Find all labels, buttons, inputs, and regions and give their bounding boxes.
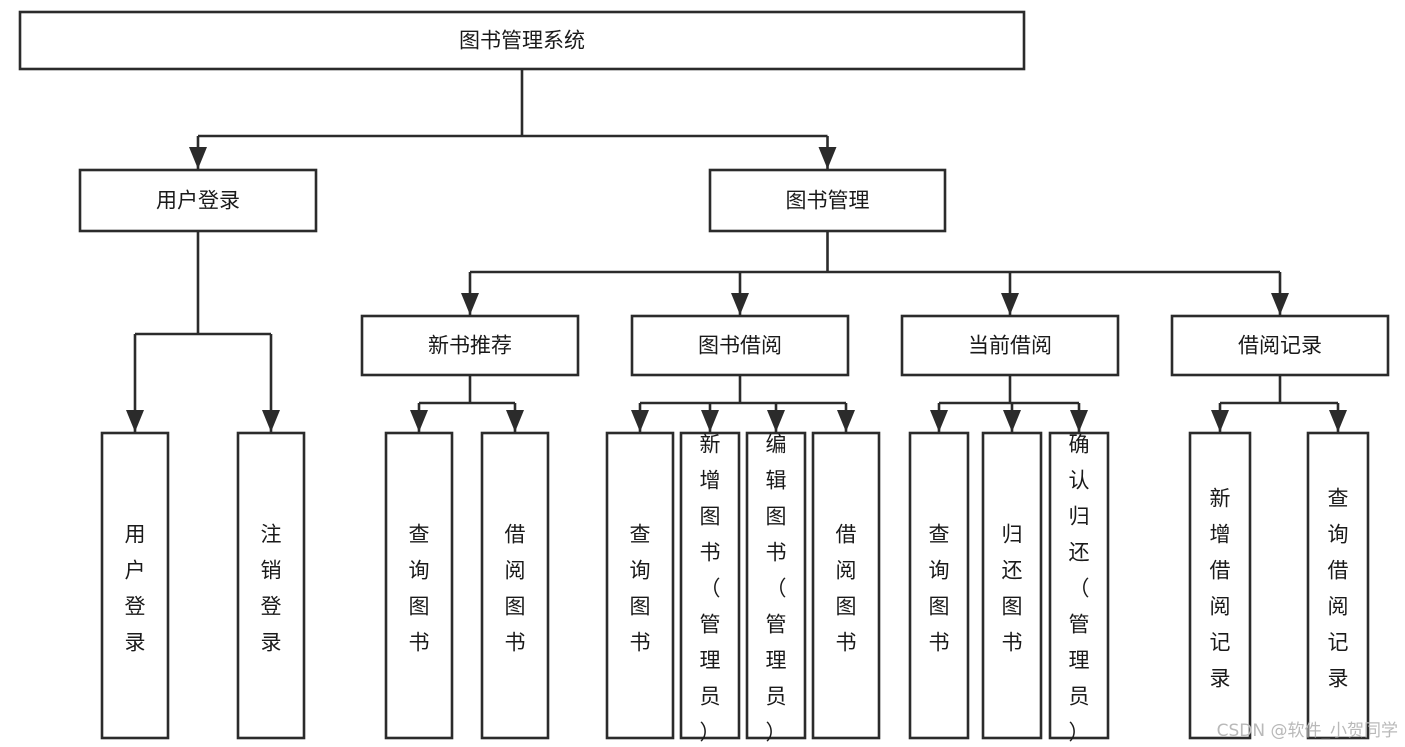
node-leaf-borrow-book-box[interactable] xyxy=(811,431,881,740)
node-leaf-edit-book[interactable]: 编辑图书（管理员） xyxy=(745,431,807,745)
node-current-borrow[interactable]: 当前借阅 xyxy=(900,314,1120,377)
node-leaf-user-login[interactable]: 用户登录 xyxy=(100,431,170,740)
node-current-borrow-box[interactable] xyxy=(900,314,1120,377)
edge-current-borrow-arrow-1 xyxy=(1003,410,1021,432)
node-leaf-user-logout-label: 注销登录 xyxy=(261,523,282,655)
node-book-manage-label: 图书管理 xyxy=(786,189,870,213)
node-leaf-add-book[interactable]: 新增图书（管理员） xyxy=(679,431,741,745)
node-borrow-record-box[interactable] xyxy=(1170,314,1390,377)
node-root[interactable]: 图书管理系统 xyxy=(18,10,1026,71)
node-leaf-query-book-rec-box[interactable] xyxy=(384,431,454,740)
node-leaf-user-logout-box[interactable] xyxy=(236,431,306,740)
node-leaf-user-login-box[interactable] xyxy=(100,431,170,740)
node-leaf-query-book-rec[interactable]: 查询图书 xyxy=(384,431,454,740)
node-new-book-rec-label: 新书推荐 xyxy=(428,334,512,358)
node-book-borrow-box[interactable] xyxy=(630,314,850,377)
node-user-login-label: 用户登录 xyxy=(156,189,240,213)
node-leaf-add-book-box[interactable] xyxy=(679,431,741,740)
node-leaf-query-record-box[interactable] xyxy=(1306,431,1370,740)
node-leaf-user-login-label: 用户登录 xyxy=(125,523,146,655)
node-new-book-rec-box[interactable] xyxy=(360,314,580,377)
edge-book-manage-arrow-0 xyxy=(461,293,479,315)
node-book-borrow[interactable]: 图书借阅 xyxy=(630,314,850,377)
node-leaf-borrow-book[interactable]: 借阅图书 xyxy=(811,431,881,740)
node-leaf-borrow-book-rec-label: 借阅图书 xyxy=(505,523,526,655)
node-leaf-return-book-box[interactable] xyxy=(981,431,1043,740)
node-leaf-query-record-label: 查询借阅记录 xyxy=(1328,487,1349,691)
node-borrow-record[interactable]: 借阅记录 xyxy=(1170,314,1390,377)
node-leaf-query-book-cur[interactable]: 查询图书 xyxy=(908,431,970,740)
node-leaf-user-logout[interactable]: 注销登录 xyxy=(236,431,306,740)
node-borrow-record-label: 借阅记录 xyxy=(1238,334,1322,358)
edge-user-login-arrow-0 xyxy=(126,410,144,432)
node-leaf-confirm-return[interactable]: 确认归还（管理员） xyxy=(1048,431,1110,745)
node-leaf-add-book-label: 新增图书（管理员） xyxy=(700,433,721,745)
node-leaf-query-book-rec-label: 查询图书 xyxy=(409,523,430,655)
node-leaf-query-book-cur-label: 查询图书 xyxy=(929,523,950,655)
node-leaf-edit-book-box[interactable] xyxy=(745,431,807,740)
node-leaf-add-record[interactable]: 新增借阅记录 xyxy=(1188,431,1252,740)
node-root-label: 图书管理系统 xyxy=(459,29,585,53)
node-new-book-rec[interactable]: 新书推荐 xyxy=(360,314,580,377)
edge-new-book-rec-arrow-1 xyxy=(506,410,524,432)
node-leaf-query-book[interactable]: 查询图书 xyxy=(605,431,675,740)
edge-borrow-record-arrow-1 xyxy=(1329,410,1347,432)
edge-root-arrow-0 xyxy=(189,147,207,169)
edge-new-book-rec-arrow-0 xyxy=(410,410,428,432)
node-user-login-box[interactable] xyxy=(78,168,318,233)
edge-root-arrow-1 xyxy=(818,147,837,169)
node-leaf-query-book-box[interactable] xyxy=(605,431,675,740)
node-book-manage[interactable]: 图书管理 xyxy=(708,168,947,233)
node-leaf-query-book-cur-box[interactable] xyxy=(908,431,970,740)
node-leaf-borrow-book-label: 借阅图书 xyxy=(836,523,857,655)
node-current-borrow-label: 当前借阅 xyxy=(968,334,1052,358)
node-leaf-add-record-box[interactable] xyxy=(1188,431,1252,740)
node-leaf-edit-book-label: 编辑图书（管理员） xyxy=(766,433,787,745)
node-leaf-return-book[interactable]: 归还图书 xyxy=(981,431,1043,740)
edge-book-borrow-arrow-0 xyxy=(631,410,649,432)
edge-borrow-record-arrow-0 xyxy=(1211,410,1229,432)
edge-current-borrow-arrow-0 xyxy=(930,410,948,432)
node-user-login[interactable]: 用户登录 xyxy=(78,168,318,233)
node-leaf-borrow-book-rec-box[interactable] xyxy=(480,431,550,740)
node-book-borrow-label: 图书借阅 xyxy=(698,334,782,358)
node-leaf-add-record-label: 新增借阅记录 xyxy=(1210,487,1231,691)
connector-edges xyxy=(126,69,1347,432)
edge-current-borrow-arrow-2 xyxy=(1070,410,1088,432)
node-leaf-return-book-label: 归还图书 xyxy=(1002,523,1023,655)
edge-book-manage-arrow-3 xyxy=(1271,293,1289,315)
edge-book-borrow-arrow-3 xyxy=(837,410,855,432)
node-leaf-query-book-label: 查询图书 xyxy=(630,523,651,655)
node-leaf-confirm-return-label: 确认归还（管理员） xyxy=(1069,433,1090,745)
edge-book-borrow-arrow-2 xyxy=(767,410,785,432)
edge-book-borrow-arrow-1 xyxy=(701,410,719,432)
csdn-watermark: CSDN @软件_小贺同学 xyxy=(1217,721,1398,741)
node-book-manage-box[interactable] xyxy=(708,168,947,233)
edge-book-manage-arrow-1 xyxy=(731,293,749,315)
edge-book-manage-arrow-2 xyxy=(1001,293,1019,315)
node-leaf-query-record[interactable]: 查询借阅记录 xyxy=(1306,431,1370,740)
node-leaf-confirm-return-box[interactable] xyxy=(1048,431,1110,740)
edge-user-login-arrow-1 xyxy=(262,410,280,432)
node-leaf-borrow-book-rec[interactable]: 借阅图书 xyxy=(480,431,550,740)
node-root-box[interactable] xyxy=(18,10,1026,71)
diagram-nodes: 图书管理系统用户登录图书管理新书推荐图书借阅当前借阅借阅记录用户登录注销登录查询… xyxy=(18,10,1390,745)
